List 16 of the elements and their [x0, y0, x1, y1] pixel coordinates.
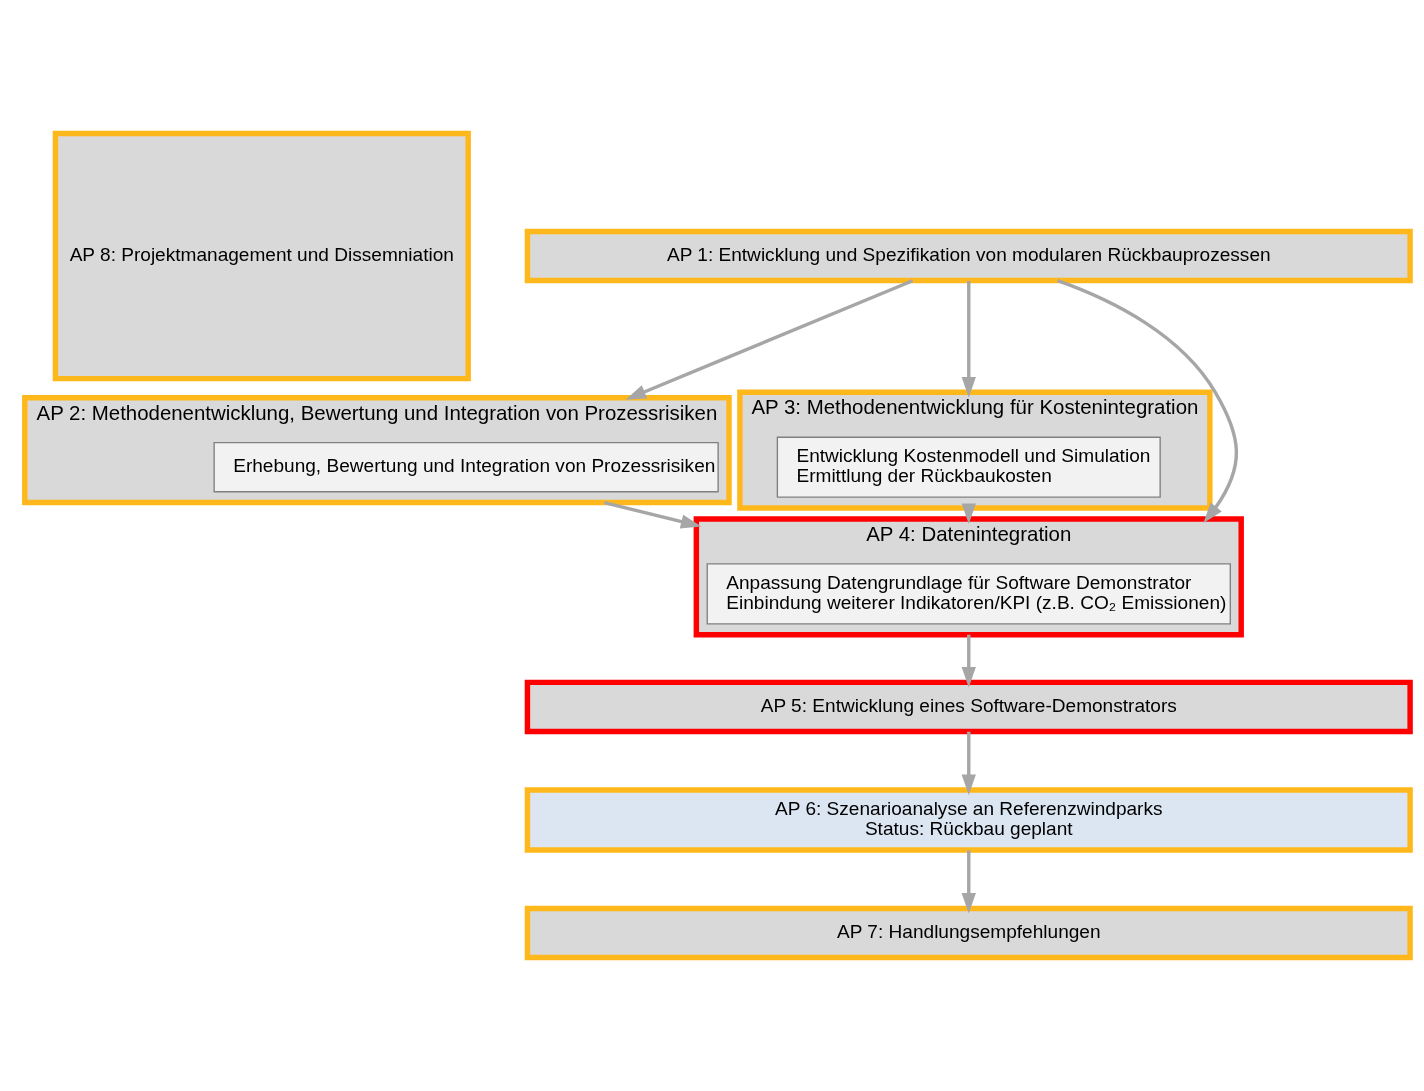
node-box: AP 8: Projektmanagement und Dissemniation: [52, 130, 471, 382]
arrow: [961, 850, 976, 914]
node-box: AP 1: Entwicklung und Spezifikation von modularen Rückbauprozessen: [524, 228, 1413, 284]
arrow: [961, 634, 976, 688]
node-box: Entwicklung Kostenmodell und Simulation Ermittlung der Rückbaukosten: [776, 436, 1161, 498]
node-box: AP 5: Entwicklung eines Software-Demonstrators: [524, 679, 1413, 735]
arrow: [1057, 279, 1239, 523]
node-box: AP 6: Szenarioanalyse an Referenzwindparks Status: Rückbau geplant: [524, 787, 1413, 853]
arrow: [603, 500, 702, 529]
arrow: [961, 280, 976, 398]
node-box: Erhebung, Bewertung und Integration von Prozessrisiken: [213, 442, 719, 493]
node-box: Anpassung Datengrundlage für Software Demonstrator Einbindung weiterer Indikatoren/KPI (z.B. CO₂ Emissionen): [706, 563, 1231, 625]
arrow: [961, 503, 976, 525]
arrow: [961, 731, 976, 795]
node-box: AP 7: Handlungsempfehlungen: [524, 905, 1413, 961]
arrow: [625, 279, 914, 400]
